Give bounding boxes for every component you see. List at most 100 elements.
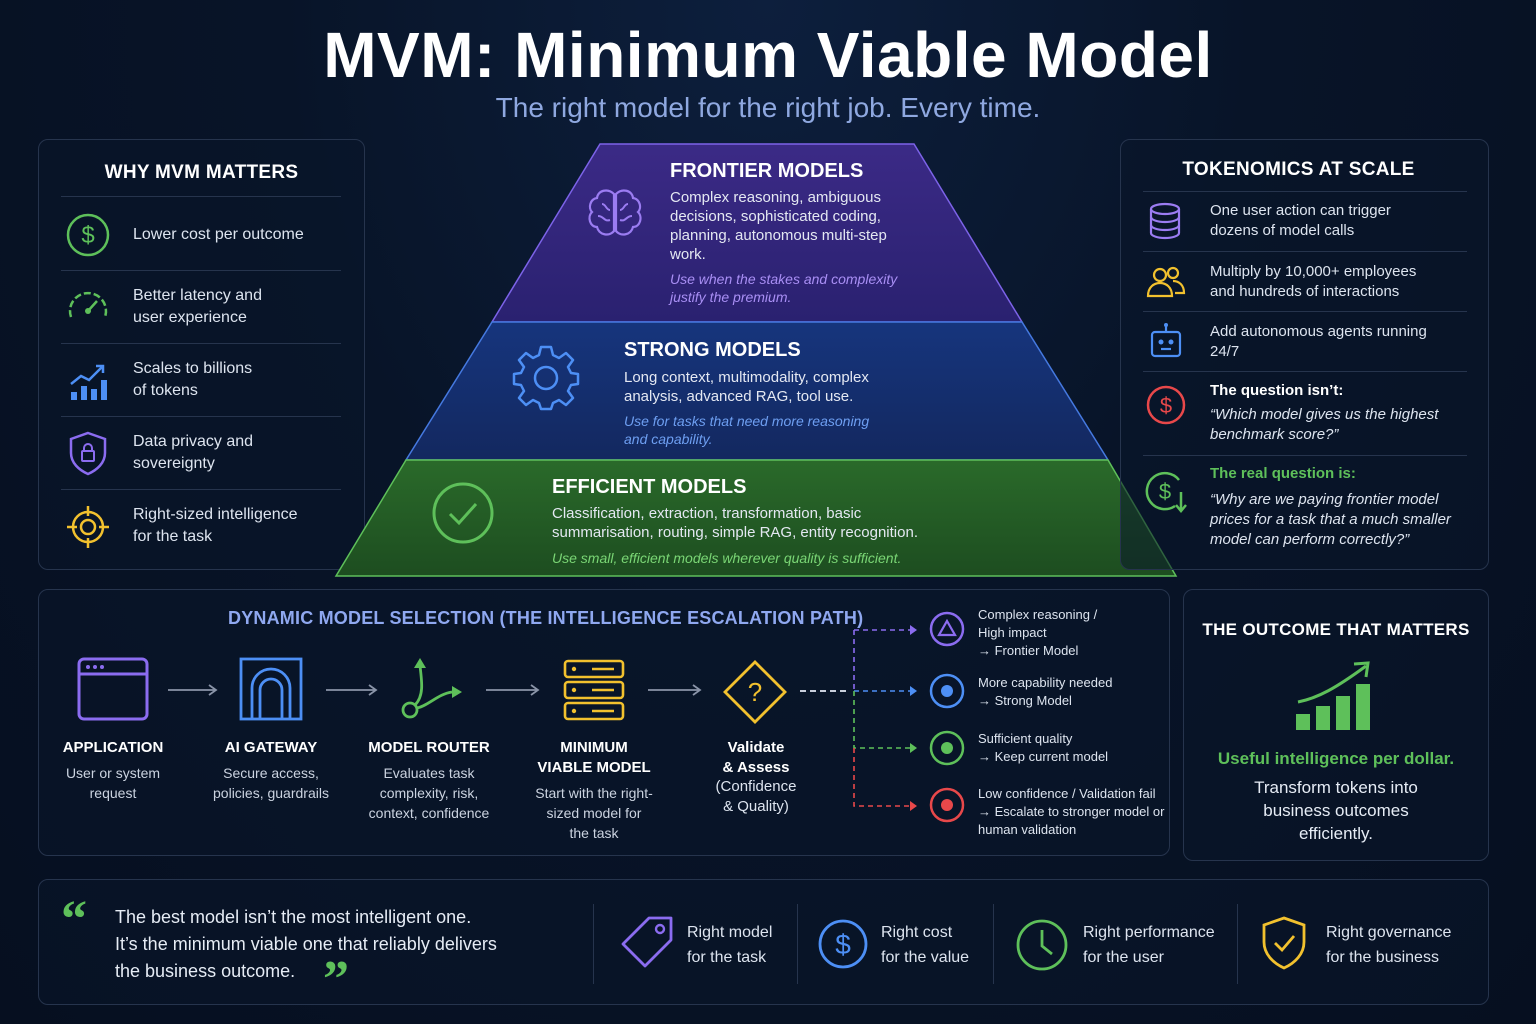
question-line: “Which model gives us the highest [1210, 406, 1439, 423]
step-mvm-label: MINIMUM VIABLE MODEL [514, 738, 674, 778]
svg-text:?: ? [748, 677, 762, 707]
tag-icon [621, 916, 673, 968]
why-item-line1: Better latency and [133, 287, 262, 304]
step-router-label: MODEL ROUTER [354, 738, 504, 758]
app-window-icon [77, 657, 149, 721]
real-question-line: “Why are we paying frontier model [1210, 491, 1439, 508]
branch-line: Low confidence / Validation fail [978, 786, 1156, 801]
quote-line: The best model isn’t the most intelligen… [115, 907, 472, 927]
tokenomics-panel: TOKENOMICS AT SCALE One user action can … [1120, 139, 1489, 570]
strong-note: Use for tasks that need more reasoning a… [624, 412, 869, 448]
why-item-rightsize: Right-sized intelligence for the task [39, 490, 364, 562]
outcome-panel: THE OUTCOME THAT MATTERS Useful intellig… [1183, 589, 1489, 861]
tokenomics-line: One user action can trigger [1210, 202, 1391, 219]
efficient-note: Use small, efficient models wherever qua… [552, 549, 901, 567]
frontier-desc-line: planning, autonomous multi-step [670, 227, 887, 244]
tokenomics-item-calls: One user action can trigger dozens of mo… [1210, 201, 1391, 241]
frontier-note-line: justify the premium. [670, 289, 792, 305]
footer-item-line: Right performance [1083, 924, 1215, 941]
router-branch-icon [401, 658, 462, 719]
efficient-desc: Classification, extraction, transformati… [552, 504, 918, 542]
frontier-note: Use when the stakes and complexity justi… [670, 270, 897, 306]
branch-line: More capability needed [978, 675, 1113, 690]
outcome-line: business outcomes [1263, 801, 1409, 820]
why-item-cost: $ Lower cost per outcome [39, 198, 364, 270]
step-desc-line: context, confidence [368, 805, 490, 821]
why-item-line1: Right-sized intelligence [133, 506, 298, 523]
footer-item-model: Right model for the task [687, 920, 772, 970]
step-desc-line: the task [569, 825, 619, 841]
footer-quote: The best model isn’t the most intelligen… [115, 904, 497, 985]
why-mvm-panel: WHY MVM MATTERS $ Lower cost per outcome… [38, 139, 365, 570]
step-desc-line: Secure access, [223, 765, 319, 781]
step-desc-line: Evaluates task [383, 765, 475, 781]
tokenomics-question: The question isn’t: “Which model gives u… [1210, 381, 1438, 445]
svg-text:$: $ [81, 222, 94, 249]
model-pyramid [334, 143, 1178, 577]
step-desc-line: complexity, risk, [379, 785, 479, 801]
outcome-line: efficiently. [1298, 824, 1374, 843]
branch-line: → Escalate to stronger model or [978, 804, 1165, 819]
quote-line: the business outcome. [115, 961, 296, 981]
why-item-privacy: Data privacy and sovereignty [39, 417, 364, 489]
footer-item-line: for the user [1083, 949, 1164, 966]
shield-lock-icon [69, 431, 107, 476]
dollar-down-icon: $ [1145, 471, 1187, 513]
question-diamond-icon: ? [723, 660, 787, 724]
arrow-icon [648, 684, 702, 696]
dollar-red-icon: $ [1146, 385, 1186, 425]
real-question-heading: The real question is: [1210, 465, 1356, 482]
bar-chart-up-icon [70, 364, 107, 400]
clock-icon [1016, 919, 1068, 971]
branch-connectors [800, 625, 917, 811]
strong-note-line: Use for tasks that need more reasoning [624, 413, 870, 429]
step-gateway-label: AI GATEWAY [196, 738, 346, 758]
branch-line: Sufficient quality [978, 731, 1073, 746]
database-icon [1149, 202, 1181, 240]
efficient-desc-line: Classification, extraction, transformati… [552, 505, 862, 522]
tokenomics-item-employees: Multiply by 10,000+ employees and hundre… [1210, 262, 1416, 302]
footer-item-governance: Right governance for the business [1326, 920, 1451, 970]
check-circle-icon [432, 482, 494, 544]
branch-line: → Strong Model [978, 693, 1072, 708]
question-heading: The question isn’t: [1210, 382, 1344, 399]
why-item-line2: sovereignty [133, 455, 215, 472]
efficient-tier [334, 459, 1178, 577]
footer-item-line: Right cost [881, 924, 953, 941]
step-desc-line: request [89, 785, 137, 801]
footer-item-cost: Right cost for the value [881, 920, 969, 970]
users-icon [1146, 266, 1186, 298]
footer-item-line: Right model [687, 924, 773, 941]
step-label-line: APPLICATION [62, 739, 164, 756]
why-item-line1: Lower cost per outcome [133, 226, 304, 243]
step-application-label: APPLICATION [43, 738, 183, 758]
gear-icon [512, 345, 580, 411]
brain-icon [588, 189, 642, 236]
outcome-text: Transform tokens into business outcomes … [1184, 776, 1488, 845]
footer-item-line: for the value [881, 949, 970, 966]
real-question-line: prices for a task that a much smaller [1210, 511, 1451, 528]
real-question-line: model can perform correctly?” [1210, 531, 1410, 548]
why-item-line2: of tokens [133, 382, 198, 399]
frontier-desc-line: work. [670, 246, 706, 263]
robot-icon [1150, 323, 1182, 358]
strong-desc-line: analysis, advanced RAG, tool use. [624, 388, 854, 405]
arrow-icon [486, 684, 540, 696]
svg-text:$: $ [835, 929, 851, 960]
page-title: MVM: Minimum Viable Model [323, 19, 1213, 91]
step-desc-line: (Confidence [715, 778, 797, 795]
strong-title: STRONG MODELS [624, 339, 801, 361]
open-quote-icon: “ [61, 891, 87, 948]
footer-item-line: for the task [687, 949, 767, 966]
outcome-highlight: Useful intelligence per dollar. [1217, 749, 1455, 768]
model-selection-title: DYNAMIC MODEL SELECTION (THE INTELLIGENC… [228, 608, 864, 628]
why-item-line2: for the task [133, 528, 213, 545]
tokenomics-line: and hundreds of interactions [1210, 283, 1400, 300]
branch-line: Complex reasoning / [978, 607, 1098, 622]
footer-item-line: Right governance [1326, 924, 1452, 941]
efficient-desc-line: summarisation, routing, simple RAG, enti… [552, 524, 918, 541]
frontier-desc: Complex reasoning, ambiguous decisions, … [670, 188, 930, 264]
branch-frontier: Complex reasoning / High impact → Fronti… [978, 606, 1097, 660]
step-validate-desc: (Confidence & Quality) [690, 777, 822, 817]
svg-text:$: $ [1159, 479, 1171, 504]
